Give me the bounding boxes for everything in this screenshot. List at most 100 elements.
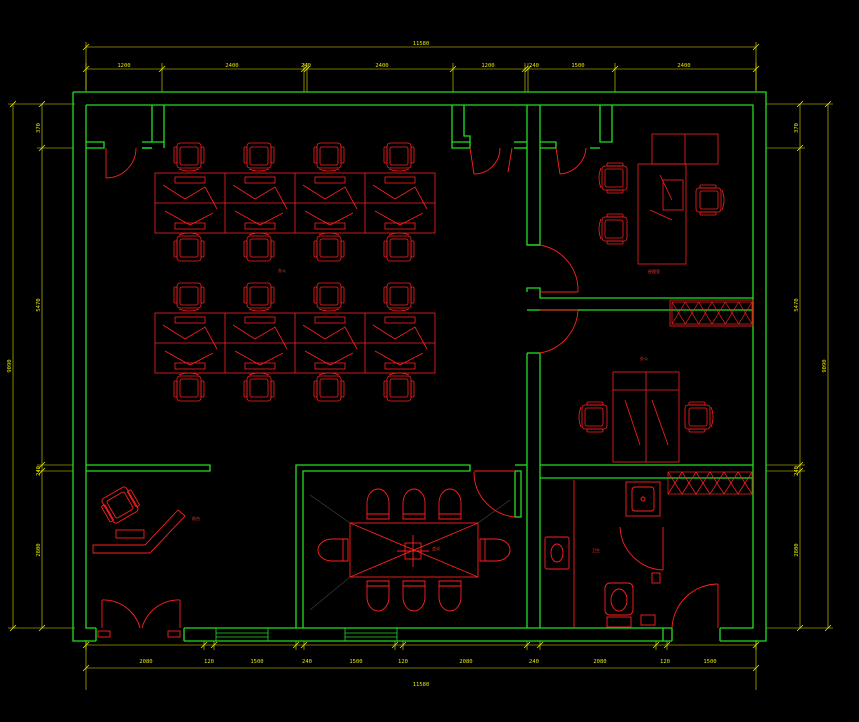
dim-tick xyxy=(210,641,218,649)
meeting-chair xyxy=(438,580,462,612)
dim-top-seg: 1500 xyxy=(571,63,584,69)
dim-left-seg: 2800 xyxy=(36,543,42,556)
workstation-cable xyxy=(162,324,218,350)
dim-tick xyxy=(9,624,17,632)
dim-tick xyxy=(38,624,46,632)
dim-tick xyxy=(82,641,90,649)
dim-tick xyxy=(652,641,660,649)
office-chair xyxy=(313,372,345,402)
keyboard xyxy=(174,316,206,324)
workstation-cable xyxy=(374,350,424,366)
office-chair xyxy=(383,282,415,312)
meeting-chair xyxy=(438,488,462,520)
dim-tick xyxy=(824,624,832,632)
dim-tick xyxy=(292,641,300,649)
dim-left-seg: 370 xyxy=(36,123,42,133)
keyboard xyxy=(314,362,346,370)
room-label-meeting: 会议 xyxy=(432,545,440,551)
keyboard xyxy=(384,316,416,324)
office-chair xyxy=(383,372,415,402)
dim-tick xyxy=(200,641,208,649)
dim-top-total: 11580 xyxy=(413,41,430,47)
keyboard xyxy=(244,176,276,184)
dim-top-seg: 1200 xyxy=(481,63,494,69)
dim-tick xyxy=(300,65,308,73)
workstation-cable xyxy=(234,350,284,366)
desk-row xyxy=(154,312,436,374)
office-chair xyxy=(313,232,345,262)
dim-tick xyxy=(38,467,46,475)
dim-tick xyxy=(38,100,46,108)
dim-tick xyxy=(82,664,90,672)
office-chair xyxy=(243,232,275,262)
doors xyxy=(97,147,719,638)
dim-top-seg: 2400 xyxy=(677,63,690,69)
dim-bottom-seg: 1500 xyxy=(250,659,263,665)
dim-tick xyxy=(524,65,532,73)
dim-tick xyxy=(158,65,166,73)
room-label-office-2: 办公 xyxy=(640,355,648,361)
workstation-cable xyxy=(372,324,428,350)
dim-tick xyxy=(663,641,671,649)
dim-tick xyxy=(521,65,529,73)
dim-bottom-seg: 240 xyxy=(529,659,539,665)
dim-left-seg: 5470 xyxy=(36,298,42,311)
walls xyxy=(72,91,767,642)
keyboard xyxy=(314,176,346,184)
workstation-cable xyxy=(232,324,288,350)
dim-tick xyxy=(752,43,760,51)
dim-top-seg: 2400 xyxy=(375,63,388,69)
office-chair xyxy=(383,232,415,262)
dim-left-total: 9090 xyxy=(7,359,13,372)
dim-tick xyxy=(9,100,17,108)
room-label-manager-office: 经理室 xyxy=(648,268,660,274)
dim-tick xyxy=(796,624,804,632)
dim-bottom-seg: 120 xyxy=(660,659,670,665)
dim-bottom-seg: 240 xyxy=(302,659,312,665)
dim-tick xyxy=(611,65,619,73)
dim-bottom-seg: 2080 xyxy=(139,659,152,665)
workstation-cable xyxy=(302,184,358,210)
workstation-cable xyxy=(372,184,428,210)
keyboard xyxy=(244,222,276,230)
keyboard xyxy=(314,222,346,230)
dim-bottom-seg: 1500 xyxy=(349,659,362,665)
workstation-cable xyxy=(232,184,288,210)
dim-bottom-seg: 120 xyxy=(204,659,214,665)
office-2-furniture xyxy=(578,371,714,463)
meeting-chair xyxy=(402,488,426,520)
dim-tick xyxy=(303,65,311,73)
manager-chair xyxy=(598,162,628,194)
dim-tick xyxy=(82,65,90,73)
office-chair xyxy=(383,142,415,172)
office-chairs xyxy=(173,142,415,402)
dim-bottom-seg: 2080 xyxy=(593,659,606,665)
dim-tick xyxy=(82,43,90,51)
workstations xyxy=(154,142,436,402)
meeting-room-furniture xyxy=(309,494,511,611)
dim-bottom-seg: 2080 xyxy=(459,659,472,665)
dim-tick xyxy=(523,641,531,649)
keyboard xyxy=(384,176,416,184)
workstation-cable xyxy=(164,210,214,226)
office-chair xyxy=(578,401,608,433)
dim-right-seg: 240 xyxy=(794,466,800,476)
dim-tick xyxy=(752,641,760,649)
meeting-chair xyxy=(479,538,511,562)
manager-office-furniture xyxy=(598,133,754,327)
desk-row xyxy=(154,172,436,234)
office-chair xyxy=(243,142,275,172)
dim-left-seg: 240 xyxy=(36,466,42,476)
workstation-cable xyxy=(162,184,218,210)
dim-top-seg: 2400 xyxy=(225,63,238,69)
dim-tick xyxy=(449,65,457,73)
dim-tick xyxy=(752,664,760,672)
office-chair xyxy=(313,282,345,312)
office-chair xyxy=(243,372,275,402)
workstation-cable xyxy=(234,210,284,226)
office-chair xyxy=(684,401,714,433)
dim-tick xyxy=(38,461,46,469)
dim-top-seg: 240 xyxy=(529,63,539,69)
dim-tick xyxy=(38,144,46,152)
workstation-cable xyxy=(302,324,358,350)
